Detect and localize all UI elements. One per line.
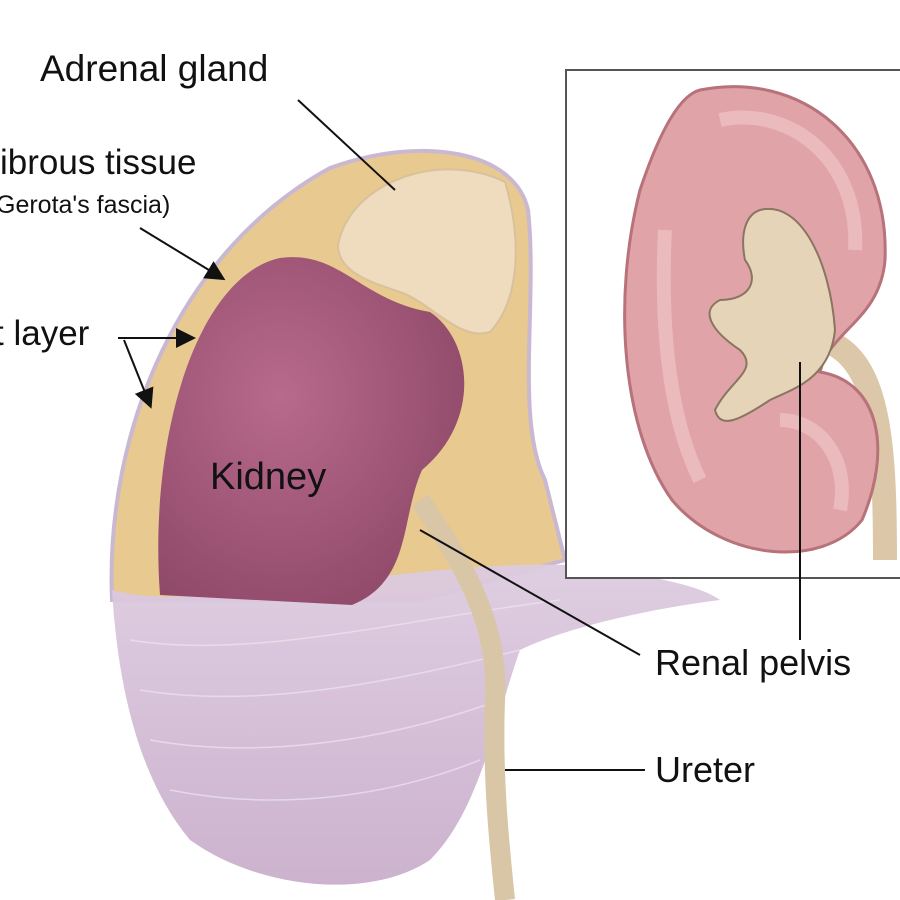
ureter-main bbox=[411, 494, 515, 900]
renal-pelvis-leader bbox=[419, 529, 641, 656]
label-ureter: Ureter bbox=[655, 749, 756, 790]
adrenal-leader bbox=[297, 99, 396, 191]
inset-ureter bbox=[828, 334, 897, 561]
label-kidney: Kidney bbox=[210, 456, 327, 498]
fascia-arrow bbox=[139, 227, 226, 281]
renal-fascia bbox=[112, 564, 720, 885]
inset-renal-pelvis bbox=[708, 207, 837, 422]
label-adrenal-gland: Adrenal gland bbox=[40, 48, 269, 89]
label-gerotas-fascia: Gerota's fascia) bbox=[0, 191, 171, 219]
kidney-shape bbox=[158, 257, 465, 605]
label-fat-layer: t layer bbox=[0, 314, 90, 353]
label-renal-pelvis: Renal pelvis bbox=[655, 642, 852, 683]
label-fibrous-tissue: ibrous tissue bbox=[0, 143, 197, 182]
adrenal-gland-shape bbox=[336, 168, 517, 335]
